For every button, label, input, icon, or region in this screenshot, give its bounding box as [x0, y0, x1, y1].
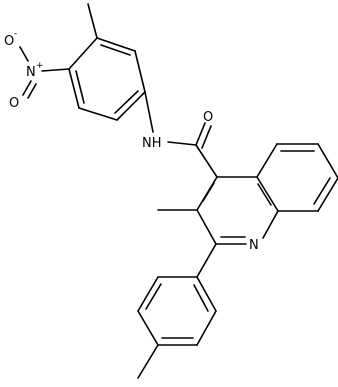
bond: [114, 90, 139, 114]
atom-nitro-o: O: [9, 96, 19, 111]
bond: [41, 68, 70, 72]
bond: [116, 91, 146, 121]
bond: [87, 3, 98, 39]
bond: [96, 37, 136, 52]
bond: [193, 284, 209, 312]
quinoline-pyridine-ring: [196, 176, 279, 245]
bond: [75, 70, 85, 104]
bond: [68, 37, 98, 70]
atom-nitro-n: N: [26, 65, 36, 80]
bond: [202, 182, 215, 202]
charge-plus: +: [36, 61, 44, 71]
bond: [137, 344, 159, 379]
nitrophenyl-ring: [68, 37, 146, 121]
bond: [256, 176, 279, 212]
bond: [145, 283, 162, 310]
bond: [195, 122, 206, 146]
bond: [134, 50, 146, 93]
bond: [196, 243, 217, 278]
atom-amide-o: O: [203, 110, 213, 125]
bond: [195, 144, 218, 178]
bond: [257, 183, 272, 206]
atom-quinoline-n: N: [249, 238, 259, 253]
charge-minus: -: [14, 29, 17, 39]
bond: [22, 80, 32, 96]
nitro-group: [19, 46, 70, 99]
bond: [144, 91, 154, 133]
atom-amide-nh: NH: [142, 136, 162, 151]
bond: [100, 44, 131, 56]
quinoline-benzo-ring: [256, 143, 338, 212]
bond: [317, 143, 338, 179]
atom-nitro-o-minus: O: [4, 34, 14, 49]
bond: [196, 276, 217, 312]
bond: [196, 209, 217, 245]
bond: [137, 310, 159, 346]
bond: [256, 143, 278, 178]
tolyl-ring: [137, 276, 217, 346]
bond: [137, 276, 159, 312]
bond: [313, 177, 331, 205]
bond: [201, 125, 212, 149]
bond: [317, 177, 338, 212]
bond: [27, 83, 37, 99]
bond: [196, 310, 217, 346]
bond: [19, 46, 29, 62]
bond: [167, 141, 197, 146]
bond: [262, 210, 279, 239]
bond: [78, 107, 118, 121]
bond: [68, 68, 80, 109]
